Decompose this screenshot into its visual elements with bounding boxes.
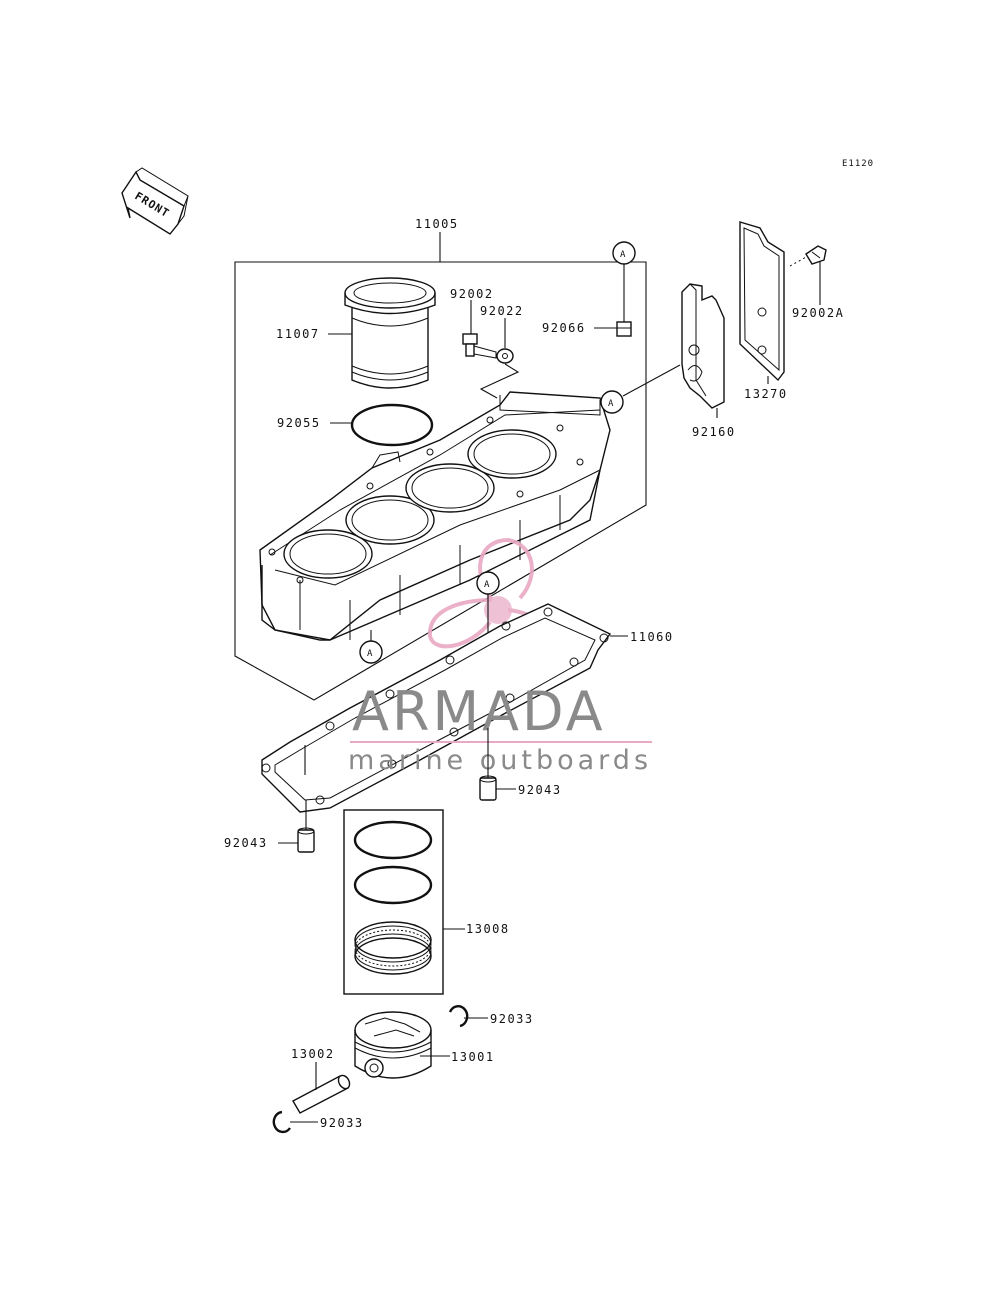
label-pin: 13002	[291, 1047, 335, 1061]
bracket	[681, 283, 725, 409]
label-plate-bolt: 92002A	[792, 306, 844, 320]
cylinder-block	[259, 391, 611, 641]
piston-ring-set	[343, 809, 444, 995]
label-dowel-left: 92043	[224, 836, 268, 850]
ref-marker-a1: A	[620, 250, 626, 260]
label-plate: 13270	[744, 387, 788, 401]
label-sleeve: 11007	[276, 327, 320, 341]
label-clip-right: 92033	[490, 1012, 534, 1026]
cylinder-sleeve	[344, 277, 436, 389]
plate-bolt	[789, 245, 827, 267]
ref-marker-a4: A	[367, 649, 373, 659]
bolt-and-washer	[462, 300, 520, 399]
label-gasket: 11060	[630, 630, 674, 644]
diagram-code: E1120	[842, 159, 874, 169]
watermark-brand: ARMADA	[352, 680, 606, 743]
label-assy: 11005	[415, 217, 459, 231]
label-dowel-right: 92043	[518, 783, 562, 797]
dowel-pin-left	[297, 800, 315, 853]
piston-pin	[292, 1074, 351, 1114]
label-piston: 13001	[451, 1050, 495, 1064]
circlip-right	[448, 1005, 469, 1028]
label-ring-set: 13008	[466, 922, 510, 936]
label-clip-left: 92033	[320, 1116, 364, 1130]
assembly-bracket	[234, 232, 647, 701]
o-ring	[350, 403, 434, 447]
piston	[354, 1011, 432, 1079]
circlip-left	[272, 1110, 291, 1134]
watermark-tagline: marine outboards	[348, 745, 652, 776]
label-cap: 92066	[542, 321, 586, 335]
label-washer: 92022	[480, 304, 524, 318]
head-gasket	[261, 603, 612, 813]
label-bracket: 92160	[692, 425, 736, 439]
front-arrow-icon: FRONT	[121, 167, 189, 235]
ref-marker-a3: A	[484, 580, 490, 590]
label-oring: 92055	[277, 416, 321, 430]
dowel-pin-right	[479, 728, 497, 801]
ref-marker-a2: A	[608, 399, 614, 409]
cap: A	[612, 241, 636, 337]
label-bolt: 92002	[450, 287, 494, 301]
cover-plate	[739, 221, 785, 382]
